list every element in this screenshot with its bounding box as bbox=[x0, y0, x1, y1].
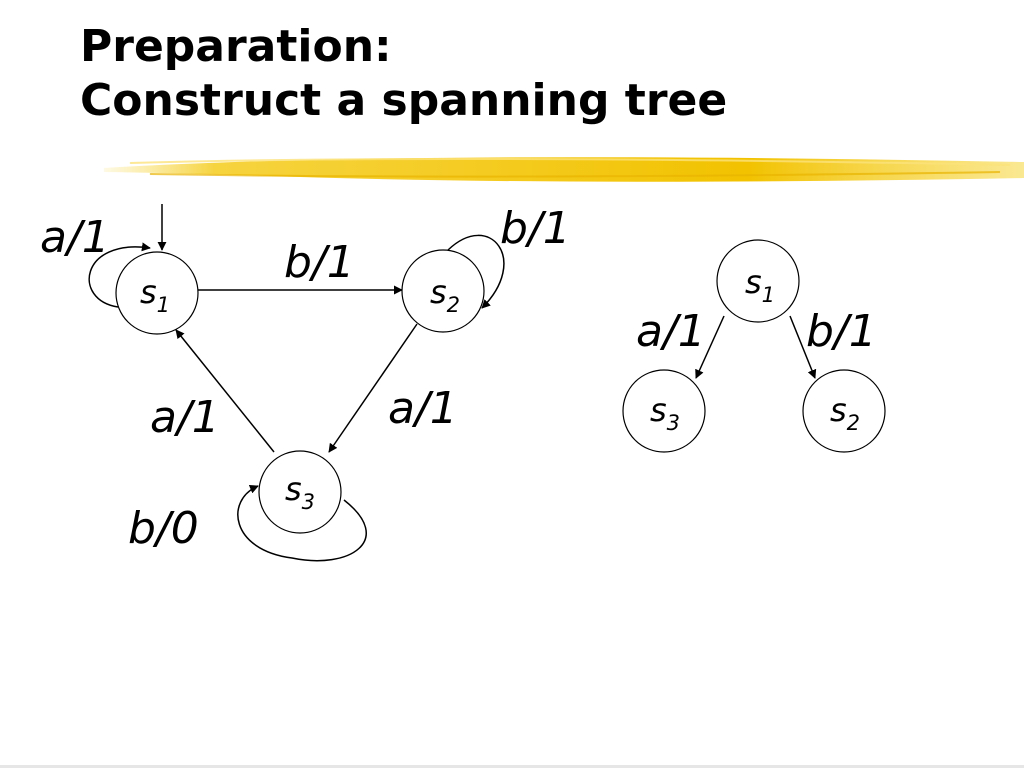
edge-s2-s2 bbox=[447, 234, 505, 309]
edge-s3-s1 bbox=[175, 329, 275, 453]
tree-edge-s1-s2 bbox=[789, 315, 817, 379]
state-machine-diagram: s1 s2 s3 a/1 b/1 b/1 a/1 a/1 b/0 bbox=[40, 203, 571, 562]
tree-label-s1: s1 bbox=[745, 263, 775, 307]
edge-s2-s3 bbox=[328, 323, 418, 453]
tree-node-s2 bbox=[802, 369, 886, 453]
title-underline-brush bbox=[104, 157, 1024, 182]
state-label-s1: s1 bbox=[140, 273, 170, 317]
title-line-2: Construct a spanning tree bbox=[80, 75, 728, 126]
tree-edge-label-s1-s3: a/1 bbox=[636, 306, 706, 357]
tree-label-s2: s2 bbox=[830, 391, 860, 435]
spanning-tree-diagram: s1 s3 s2 a/1 b/1 bbox=[622, 239, 886, 453]
state-label-s3: s3 bbox=[285, 470, 315, 514]
transition-label-s2-s2: b/1 bbox=[500, 203, 571, 254]
tree-node-s1 bbox=[716, 239, 800, 323]
edge-s1-s1 bbox=[88, 242, 151, 308]
title-line-1: Preparation: bbox=[80, 21, 392, 72]
transition-label-s1-s2: b/1 bbox=[284, 237, 355, 288]
state-node-s1 bbox=[115, 251, 199, 335]
tree-label-s3: s3 bbox=[650, 391, 680, 435]
state-label-s2: s2 bbox=[430, 273, 460, 317]
transition-label-s2-s3: a/1 bbox=[388, 383, 458, 434]
transition-label-s3-s3: b/0 bbox=[128, 503, 199, 554]
tree-edge-s1-s3 bbox=[695, 315, 725, 379]
tree-edge-label-s1-s2: b/1 bbox=[806, 306, 877, 357]
tree-node-s3 bbox=[622, 369, 706, 453]
slide-bottom-rule bbox=[0, 765, 1024, 768]
edge-s3-s3 bbox=[237, 485, 367, 562]
transition-label-s1-s1: a/1 bbox=[40, 212, 110, 263]
transition-label-s3-s1: a/1 bbox=[150, 392, 220, 443]
state-node-s3 bbox=[258, 450, 342, 534]
state-node-s2 bbox=[401, 249, 485, 333]
slide-title: Preparation: Construct a spanning tree bbox=[80, 20, 727, 128]
